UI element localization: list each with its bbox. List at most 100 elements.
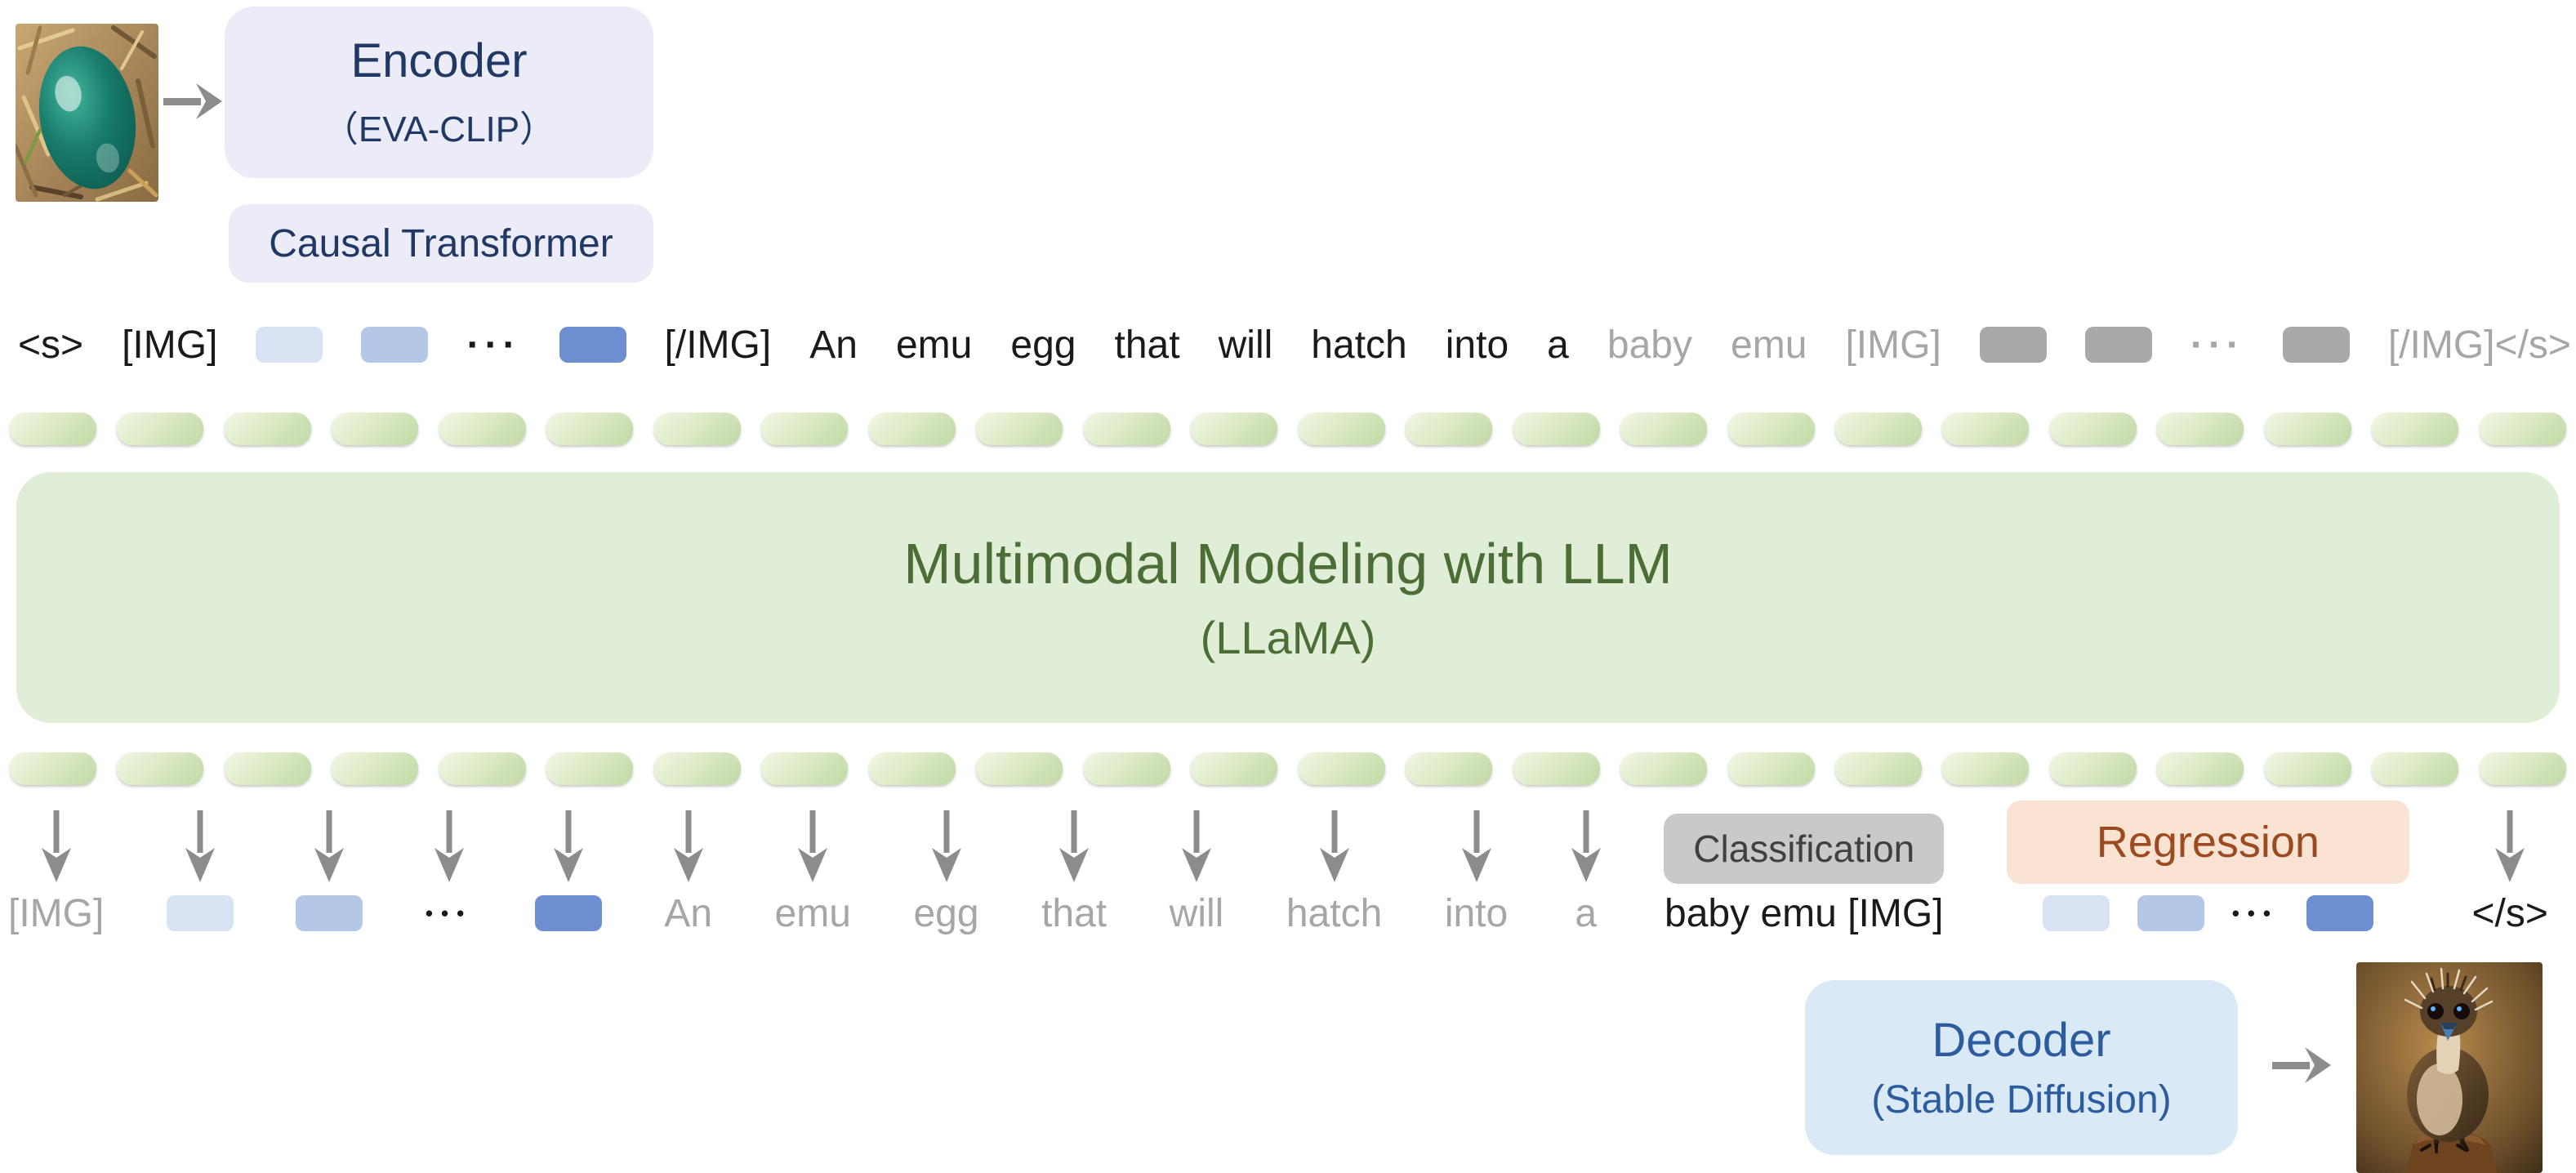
arrow-down-icon [553, 810, 583, 882]
feature-pill-row-top [10, 413, 2566, 445]
output-unit [534, 794, 602, 938]
feature-pill [2372, 413, 2459, 445]
llm-title: Multimodal Modeling with LLM [903, 532, 1673, 595]
feature-pill [439, 752, 526, 785]
feature-pill [117, 413, 204, 445]
arrow-down-icon [41, 810, 71, 882]
feature-pill [761, 752, 849, 785]
feature-pill [1083, 413, 1170, 445]
output-token-slot: emu [775, 889, 851, 938]
emu-egg-photo [16, 24, 158, 202]
output-unit: hatch [1286, 794, 1382, 938]
token-text: emu [895, 323, 973, 367]
causal-transformer-label: Causal Transformer [269, 221, 613, 265]
feature-pill [546, 752, 634, 785]
output-unit: Regression••• [2006, 794, 2409, 938]
output-unit: [IMG] [8, 794, 104, 938]
output-unit: into [1445, 794, 1508, 938]
output-unit: will [1169, 794, 1224, 938]
feature-pill [868, 413, 956, 445]
output-unit: that [1041, 794, 1107, 938]
encoder-subtitle: （EVA-CLIP） [322, 109, 556, 149]
arrow-right-icon [2272, 1047, 2331, 1083]
token-text: ··· [2190, 323, 2244, 367]
arrow-down-slot [931, 794, 962, 884]
decoder-subtitle: (Stable Diffusion) [1871, 1078, 2172, 1122]
classification-head-box: Classification [1664, 814, 1945, 884]
feature-pill [1083, 752, 1170, 785]
output-unit: emu [775, 794, 851, 938]
feature-pill [1727, 752, 1815, 785]
feature-pill [1513, 752, 1600, 785]
token-text: <s> [18, 323, 84, 367]
output-unit: ••• [426, 794, 472, 938]
output-unit: a [1571, 794, 1602, 938]
output-unit: egg [913, 794, 979, 938]
feature-pill [1513, 413, 1600, 445]
llm-subtitle: (LLaMA) [1200, 612, 1376, 663]
feature-pill [1406, 413, 1493, 445]
arrow-down-slot [2494, 794, 2525, 884]
token-text: </s> [2471, 891, 2548, 935]
decoder-title: Decoder [1932, 1014, 2111, 1067]
feature-pill [1298, 413, 1385, 445]
arrow-down-icon [1059, 810, 1090, 882]
arrow-down-icon [931, 810, 961, 882]
token-text: [/IMG] [664, 323, 772, 367]
token-text: a [1547, 323, 1569, 367]
feature-pill [1727, 413, 1815, 445]
token-embedding-box-light [2042, 895, 2110, 931]
output-token-slot: An [664, 889, 712, 938]
token-text: baby [1607, 323, 1692, 367]
output-unit: An [664, 794, 712, 938]
arrow-down-icon [185, 810, 215, 882]
feature-pill [1942, 752, 2030, 785]
arrow-down-icon [314, 810, 345, 882]
feature-pill [2264, 752, 2351, 785]
arrow-down-slot [797, 794, 828, 884]
feature-pill [10, 752, 96, 785]
output-token-slot: [IMG] [8, 889, 104, 938]
token-text: An [664, 891, 713, 935]
arrow-down-icon [798, 810, 828, 882]
token-text: that [1041, 891, 1108, 935]
token-text: [IMG] [122, 323, 218, 367]
baby-emu-photo [2356, 962, 2543, 1173]
feature-pill [2049, 752, 2137, 785]
feature-pill [10, 413, 96, 445]
token-text: into [1444, 891, 1509, 935]
feature-pill [224, 413, 311, 445]
arrow-down-slot [434, 794, 465, 884]
feature-pill [1834, 752, 1922, 785]
encoder-box: Encoder （EVA-CLIP） [225, 7, 653, 178]
token-embedding-box-mid [296, 895, 363, 931]
feature-pill [1942, 413, 2030, 445]
llm-box: Multimodal Modeling with LLM (LLaMA) [16, 472, 2560, 723]
feature-pill [2157, 413, 2244, 445]
feature-pill [1620, 752, 1708, 785]
output-token-slot [534, 889, 602, 938]
decoder-box: Decoder (Stable Diffusion) [1805, 980, 2238, 1155]
token-text: [IMG] [8, 891, 105, 935]
feature-pill [117, 752, 204, 785]
token-text: emu [1731, 323, 1807, 367]
feature-pill [224, 752, 311, 785]
arrow-down-icon [2495, 810, 2525, 882]
token-embedding-box-mid [2137, 895, 2204, 931]
output-unit [166, 794, 234, 938]
feature-pill [1620, 413, 1708, 445]
arrow-down-icon [1461, 810, 1491, 882]
output-band: [IMG] ••• An emu egg that will hatch into a Classi… [8, 794, 2548, 937]
token-embedding-box-dark [534, 895, 602, 931]
feature-pill [1298, 752, 1385, 785]
regression-head-box: Regression [2006, 801, 2409, 884]
token-text: will [1169, 891, 1224, 935]
token-embedding-box-gbox [2282, 327, 2350, 363]
token-text: ••• [425, 900, 473, 925]
arrow-down-slot [553, 794, 584, 884]
feature-pill [868, 752, 956, 785]
output-token-slot [166, 889, 234, 938]
token-text: will [1218, 323, 1273, 367]
feature-pill [2157, 752, 2244, 785]
